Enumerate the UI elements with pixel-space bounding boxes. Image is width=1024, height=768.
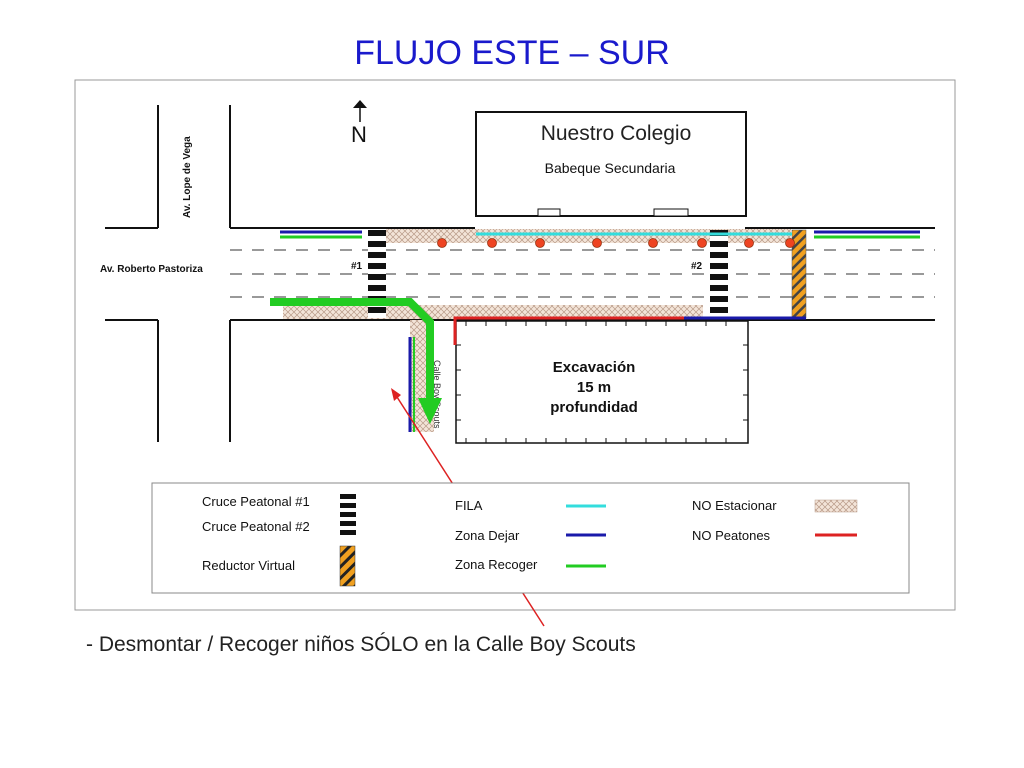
legend-zona-recoger-label: Zona Recoger bbox=[455, 557, 538, 572]
legend-cruce-1-label: Cruce Peatonal #1 bbox=[202, 494, 310, 509]
note-pointer-icon bbox=[391, 388, 401, 401]
street-outlines bbox=[105, 105, 935, 442]
north-label: N bbox=[351, 122, 367, 147]
legend-zona-dejar-label: Zona Dejar bbox=[455, 528, 520, 543]
legend-no-estacionar-label: NO Estacionar bbox=[692, 498, 777, 513]
instruction-note: - Desmontar / Recoger niños SÓLO en la C… bbox=[86, 633, 636, 656]
legend-box bbox=[151, 482, 910, 594]
excavation-line3: profundidad bbox=[550, 399, 637, 416]
legend-no-peatones-label: NO Peatones bbox=[692, 528, 771, 543]
school-name: Nuestro Colegio bbox=[541, 122, 692, 145]
no-parking-north bbox=[386, 229, 791, 243]
street-label-lope-de-vega: Av. Lope de Vega bbox=[182, 136, 193, 218]
street-label-boy-scouts: Calle Boy Scouts bbox=[432, 360, 442, 429]
flow-arrow-head-icon bbox=[418, 398, 442, 424]
flow-arrow bbox=[270, 298, 434, 400]
crosswalk-1-label: #1 bbox=[351, 261, 363, 272]
excavation-line1: Excavación bbox=[553, 359, 636, 376]
legend-reductor-icon bbox=[339, 545, 356, 587]
legend-crosswalk-icon bbox=[340, 494, 356, 535]
street-label-roberto-pastoriza: Av. Roberto Pastoriza bbox=[100, 264, 203, 275]
page-title: FLUJO ESTE – SUR bbox=[354, 34, 670, 72]
traffic-cones bbox=[437, 238, 795, 248]
excavation-ticks bbox=[456, 321, 748, 443]
lane-markings bbox=[230, 249, 935, 298]
excavation-area bbox=[455, 320, 749, 444]
legend-fila-label: FILA bbox=[455, 498, 483, 513]
school-door-1 bbox=[537, 208, 561, 217]
school-building bbox=[475, 111, 747, 217]
legend-reductor-label: Reductor Virtual bbox=[202, 558, 295, 573]
excavation-line2: 15 m bbox=[577, 379, 611, 396]
school-door-2 bbox=[653, 208, 689, 217]
crosswalk-2 bbox=[710, 230, 728, 318]
crosswalk-1 bbox=[368, 230, 386, 318]
no-pedestrians-line bbox=[453, 316, 684, 345]
no-parking-south bbox=[283, 305, 703, 319]
map-frame bbox=[74, 79, 956, 611]
legend-no-estacionar-swatch bbox=[814, 499, 858, 513]
north-arrow-icon bbox=[353, 100, 367, 108]
crosswalk-2-label: #2 bbox=[691, 261, 703, 272]
legend-cruce-2-label: Cruce Peatonal #2 bbox=[202, 519, 310, 534]
school-subtitle: Babeque Secundaria bbox=[545, 160, 676, 176]
